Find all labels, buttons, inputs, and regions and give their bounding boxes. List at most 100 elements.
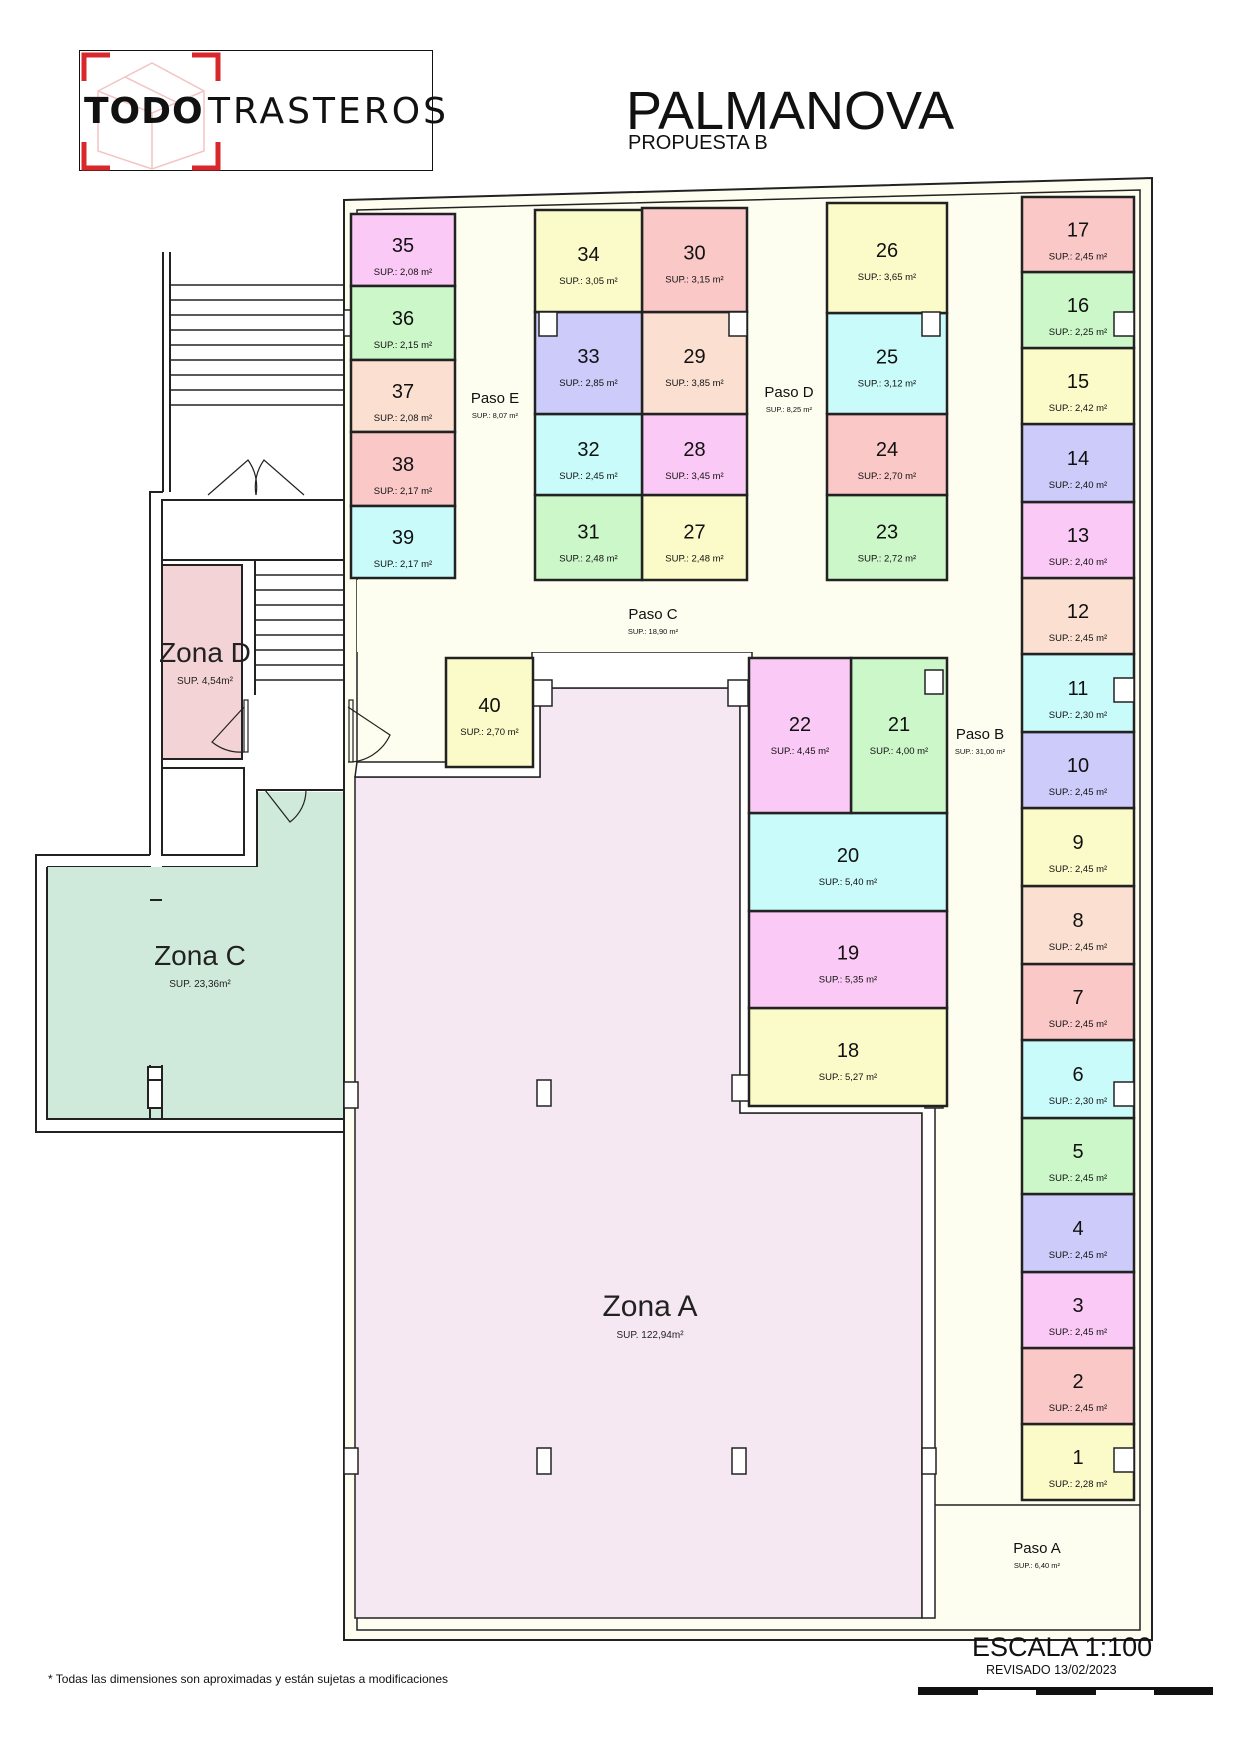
storage-unit-39[interactable] [349, 504, 457, 580]
unit-surface: SUP.: 2,08 m² [374, 267, 432, 278]
passage-name: Paso A [1013, 1540, 1061, 1557]
passage-name: Paso D [764, 384, 813, 401]
storage-unit-38[interactable] [349, 430, 457, 508]
unit-surface: SUP.: 4,00 m² [870, 746, 928, 757]
storage-unit-28[interactable] [640, 412, 749, 497]
unit-surface: SUP.: 3,05 m² [559, 276, 617, 287]
storage-unit-19[interactable] [747, 909, 949, 1010]
passage-surface: SUP.: 8,07 m² [472, 411, 519, 420]
zone-name: Zona C [154, 940, 246, 971]
storage-unit-8[interactable] [1020, 884, 1136, 966]
unit-number: 37 [392, 381, 414, 403]
unit-number: 33 [577, 346, 599, 368]
unit-surface: SUP.: 2,45 m² [1049, 1250, 1107, 1261]
stairs-upper [170, 284, 344, 406]
passage-name: Paso E [471, 390, 519, 407]
unit-number: 6 [1072, 1064, 1083, 1086]
footnote: * Todas las dimensiones son aproximadas … [48, 1672, 448, 1686]
passage-name: Paso C [628, 606, 677, 623]
scale-label: ESCALA 1:100 [972, 1632, 1153, 1662]
storage-unit-22[interactable] [747, 656, 853, 815]
unit-surface: SUP.: 2,72 m² [858, 554, 916, 565]
storage-unit-36[interactable] [349, 284, 457, 362]
storage-unit-13[interactable] [1020, 500, 1136, 580]
storage-unit-30[interactable] [640, 206, 749, 314]
unit-surface: SUP.: 4,45 m² [771, 746, 829, 757]
unit-number: 9 [1072, 832, 1083, 854]
scale-bar [918, 1687, 1213, 1695]
unit-surface: SUP.: 3,65 m² [858, 272, 916, 283]
storage-unit-37[interactable] [349, 358, 457, 434]
storage-unit-23[interactable] [825, 493, 949, 582]
unit-door-stubs [538, 311, 1135, 1473]
zone-surface: SUP. 4,54m² [177, 676, 234, 687]
unit-number: 18 [837, 1040, 859, 1062]
storage-unit-12[interactable] [1020, 576, 1136, 656]
storage-unit-40[interactable] [444, 656, 535, 769]
unit-surface: SUP.: 3,45 m² [665, 471, 723, 482]
storage-unit-2[interactable] [1020, 1346, 1136, 1426]
storage-unit-17[interactable] [1020, 195, 1136, 274]
unit-number: 40 [478, 695, 500, 717]
unit-surface: SUP.: 2,45 m² [1049, 942, 1107, 953]
unit-number: 4 [1072, 1218, 1083, 1240]
unit-number: 1 [1072, 1447, 1083, 1469]
unit-number: 8 [1072, 910, 1083, 932]
unit-number: 29 [683, 346, 705, 368]
unit-number: 17 [1067, 220, 1089, 242]
paso-c-area [357, 580, 952, 652]
storage-unit-15[interactable] [1020, 346, 1136, 426]
unit-number: 2 [1072, 1371, 1083, 1393]
unit-surface: SUP.: 2,17 m² [374, 486, 432, 497]
unit-surface: SUP.: 2,15 m² [374, 340, 432, 351]
storage-unit-18[interactable] [747, 1006, 949, 1108]
company-logo: TODO TRASTEROS [79, 50, 446, 171]
unit-number: 27 [683, 522, 705, 544]
unit-number: 7 [1072, 987, 1083, 1009]
storage-unit-35[interactable] [349, 212, 457, 288]
unit-surface: SUP.: 2,85 m² [559, 378, 617, 389]
unit-number: 24 [876, 439, 898, 461]
logo-trasteros-text: TRASTEROS [208, 91, 449, 132]
storage-unit-20[interactable] [747, 811, 949, 913]
unit-surface: SUP.: 3,12 m² [858, 378, 916, 389]
unit-number: 39 [392, 527, 414, 549]
unit-number: 36 [392, 308, 414, 330]
unit-surface: SUP.: 2,42 m² [1049, 403, 1107, 414]
unit-number: 20 [837, 845, 859, 867]
unit-surface: SUP.: 2,30 m² [1049, 710, 1107, 721]
logo-box-icon [81, 52, 221, 171]
unit-number: 28 [683, 439, 705, 461]
storage-unit-34[interactable] [533, 208, 644, 314]
unit-surface: SUP.: 2,70 m² [858, 471, 916, 482]
storage-unit-10[interactable] [1020, 730, 1136, 810]
zone-name: Zona D [159, 637, 251, 668]
zone-name: Zona A [602, 1290, 697, 1323]
page-subtitle: PROPUESTA B [628, 132, 768, 154]
unit-surface: SUP.: 2,48 m² [559, 554, 617, 565]
passage-surface: SUP.: 31,00 m² [955, 747, 1006, 756]
passage-surface: SUP.: 18,90 m² [628, 627, 679, 636]
passage-surface: SUP.: 8,25 m² [766, 405, 813, 414]
unit-surface: SUP.: 2,45 m² [1049, 1403, 1107, 1414]
storage-unit-4[interactable] [1020, 1192, 1136, 1274]
unit-number: 16 [1067, 295, 1089, 317]
passage-name: Paso B [956, 726, 1004, 743]
storage-unit-27[interactable] [640, 493, 749, 582]
unit-number: 14 [1067, 448, 1089, 470]
unit-number: 3 [1072, 1295, 1083, 1317]
unit-surface: SUP.: 3,85 m² [665, 378, 723, 389]
unit-number: 31 [577, 522, 599, 544]
unit-surface: SUP.: 2,45 m² [1049, 864, 1107, 875]
unit-number: 26 [876, 240, 898, 262]
unit-number: 5 [1072, 1141, 1083, 1163]
unit-number: 15 [1067, 371, 1089, 393]
storage-unit-32[interactable] [533, 412, 644, 497]
unit-number: 30 [683, 243, 705, 265]
unit-number: 11 [1068, 678, 1089, 700]
unit-number: 23 [876, 522, 898, 544]
storage-unit-26[interactable] [825, 201, 949, 315]
storage-unit-14[interactable] [1020, 422, 1136, 504]
unit-number: 10 [1067, 755, 1089, 777]
storage-unit-7[interactable] [1020, 962, 1136, 1042]
